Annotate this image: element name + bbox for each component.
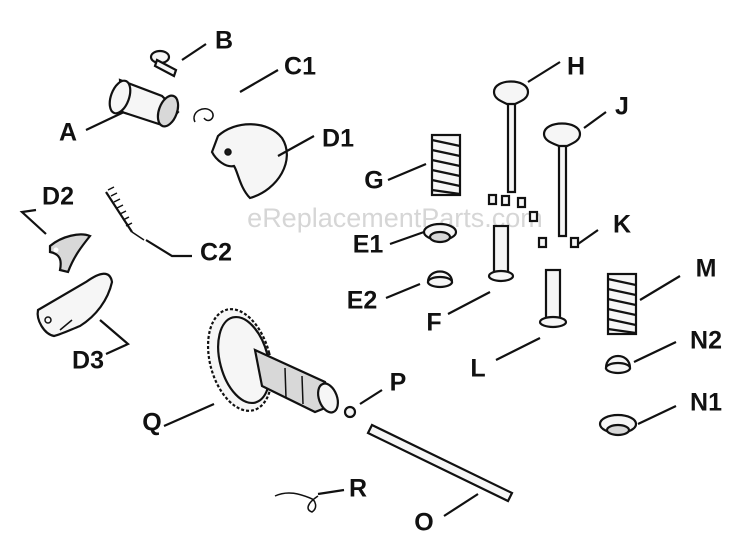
- label-b: B: [215, 27, 233, 55]
- part-q-camshaft: [206, 308, 339, 414]
- part-labels: B C1 A D1 D2 C2 D3 Q P O R G E1 E2 F H J…: [42, 27, 722, 537]
- label-g: G: [364, 167, 383, 195]
- leader-lines: [19, 43, 681, 517]
- part-j-valve: [542, 122, 582, 238]
- part-r-wire: [274, 492, 319, 513]
- label-a: A: [59, 119, 77, 147]
- label-h: H: [567, 53, 585, 81]
- label-e1: E1: [353, 231, 384, 259]
- part-c1-clip: [193, 108, 214, 123]
- label-o: O: [414, 509, 433, 537]
- part-b-screw: [149, 49, 178, 78]
- part-e2-cap: [426, 270, 454, 289]
- label-d1: D1: [322, 125, 354, 153]
- part-d1-cross-plate: [210, 123, 288, 200]
- label-c2: C2: [200, 239, 232, 267]
- label-e2: E2: [347, 287, 378, 315]
- part-g-valve-spring: [430, 133, 462, 197]
- label-q: Q: [142, 409, 161, 437]
- label-d2: D2: [42, 183, 74, 211]
- part-m-valve-spring: [606, 272, 638, 336]
- label-r: R: [349, 475, 367, 503]
- part-o-rod: [366, 423, 514, 503]
- label-n1: N1: [690, 389, 722, 417]
- label-f: F: [426, 309, 441, 337]
- part-n2-cap: [604, 354, 632, 375]
- part-d3-lever-plate: [36, 272, 114, 338]
- part-p-pin: [343, 405, 357, 419]
- label-k: K: [613, 211, 631, 239]
- part-k-keepers: [487, 193, 580, 249]
- label-p: P: [390, 369, 407, 397]
- label-j: J: [615, 93, 629, 121]
- label-c1: C1: [284, 53, 316, 81]
- part-f-tappet: [487, 224, 515, 283]
- part-h-valve: [492, 80, 530, 194]
- label-l: L: [470, 355, 485, 383]
- part-e1-retainer: [422, 222, 458, 244]
- part-l-tappet: [538, 268, 568, 329]
- label-n2: N2: [690, 327, 722, 355]
- label-m: M: [696, 255, 717, 283]
- label-d3: D3: [72, 347, 104, 375]
- part-c2-spring: [105, 186, 145, 241]
- part-d2-lever: [48, 233, 92, 274]
- part-n1-retainer: [598, 413, 638, 437]
- part-a-governor-sleeve: [108, 78, 180, 128]
